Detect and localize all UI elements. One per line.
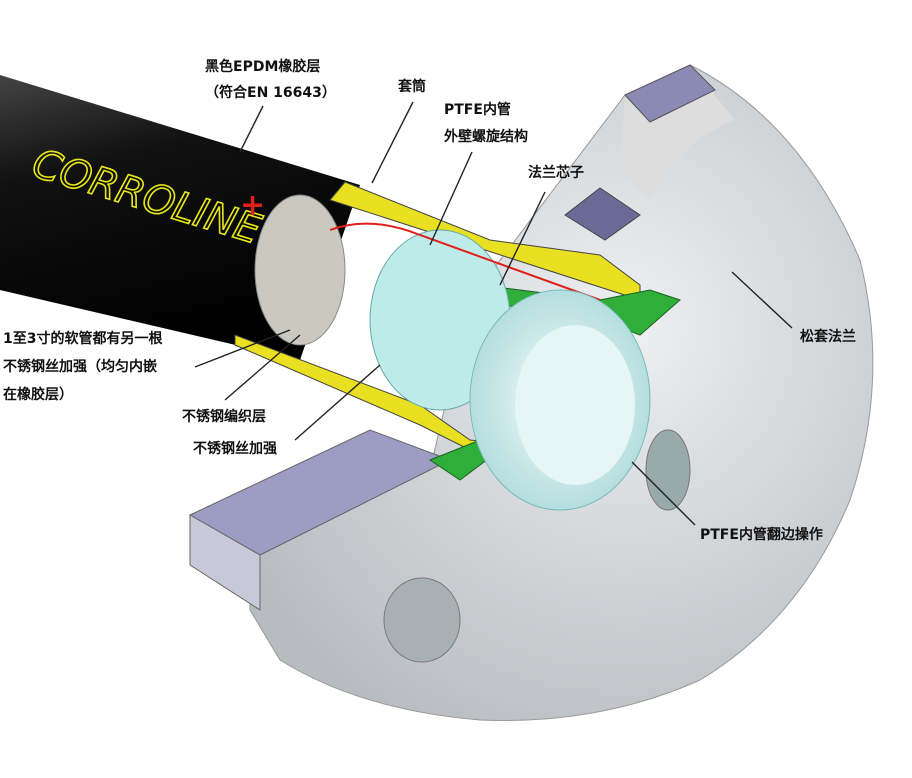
leader-lines xyxy=(194,101,793,526)
flange-bolt-block xyxy=(624,64,716,123)
label-epdm: 黑色EPDM橡胶层 xyxy=(205,59,321,75)
label-braid: 不锈钢编织层 xyxy=(182,409,266,425)
flange-bolt-hole xyxy=(645,429,691,511)
label-extra-wire-1: 1至3寸的软管都有另一根 xyxy=(3,331,163,347)
label-ptfe: PTFE内管 xyxy=(444,102,511,118)
label-extra-wire-2: 不锈钢丝加强（均匀内嵌 xyxy=(3,359,157,375)
label-flare: PTFE内管翻边操作 xyxy=(700,527,823,543)
label-ptfe-spiral: 外壁螺旋结构 xyxy=(444,129,528,145)
label-flange-core: 法兰芯子 xyxy=(528,165,584,181)
ptfe-liner-inner xyxy=(515,325,635,485)
label-epdm-standard: （符合EN 16643） xyxy=(205,85,336,101)
sleeve xyxy=(329,181,641,301)
flange-bolt-block-2 xyxy=(564,187,641,241)
label-wire: 不锈钢丝加强 xyxy=(193,441,277,457)
flange-bolt-hole xyxy=(383,577,461,663)
ptfe-liner-red-line xyxy=(329,222,601,301)
braid-layer xyxy=(254,194,346,346)
label-loose-flange: 松套法兰 xyxy=(800,329,856,345)
flange-cut-face xyxy=(189,514,261,611)
corroline-plus: + xyxy=(240,188,265,223)
label-sleeve: 套筒 xyxy=(398,79,426,95)
label-extra-wire-3: 在橡胶层） xyxy=(3,387,73,403)
